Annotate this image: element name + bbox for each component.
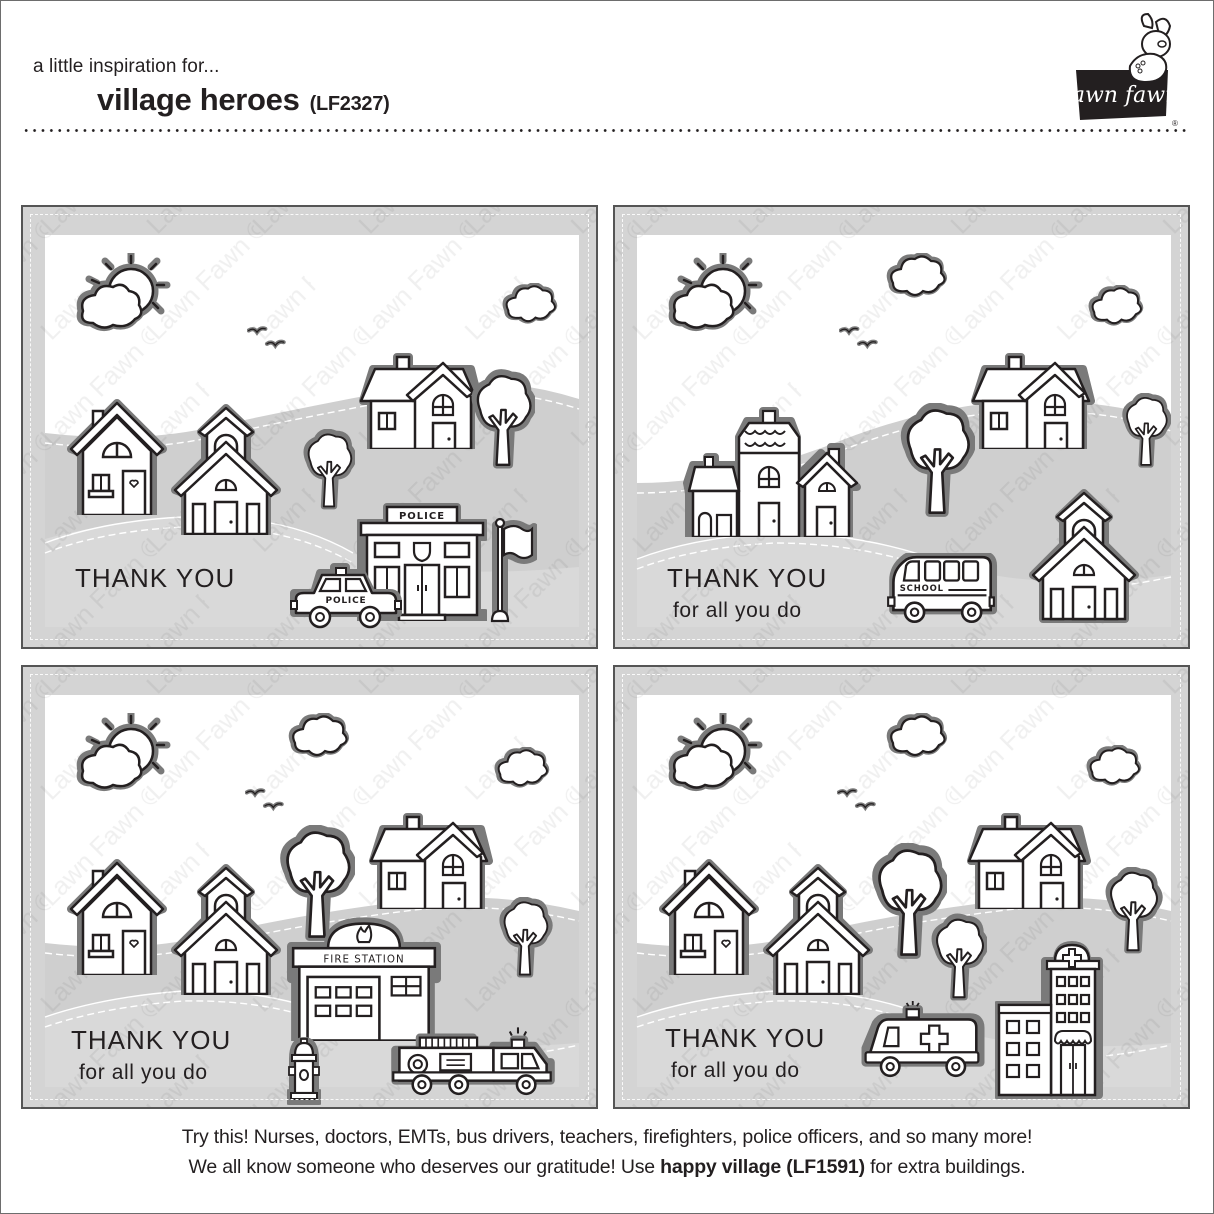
related-product-name: happy village (LF1591) (660, 1156, 865, 1178)
card-police: THANK YOU (21, 205, 598, 649)
svg-text:®: ® (1172, 119, 1178, 128)
footer-line-2: We all know someone who deserves our gra… (0, 1156, 1214, 1179)
product-name: village heroes (97, 82, 300, 117)
card-scene (615, 667, 1188, 1107)
footer-line-2-pre: We all know someone who deserves our gra… (188, 1156, 661, 1178)
card-scene (23, 667, 596, 1107)
sentiment-thank-you: THANK YOU (71, 1025, 232, 1055)
stitched-border (30, 674, 589, 1100)
svg-text:lawn fawn: lawn fawn (1065, 83, 1179, 108)
dotted-divider (22, 129, 1188, 132)
stitched-border (622, 674, 1181, 1100)
page-title: village heroes (LF2327) (97, 82, 390, 118)
stitched-border (622, 214, 1181, 640)
card-scene (23, 207, 596, 647)
card-scene (615, 207, 1188, 647)
sentiment-thank-you: THANK YOU (667, 563, 828, 593)
fawn-deer-icon (1076, 12, 1172, 120)
intro-text: a little inspiration for... (33, 56, 220, 77)
sentiment-thank-you: THANK YOU (665, 1023, 826, 1053)
card-fire: THANK YOU for all you do (21, 665, 598, 1109)
product-code: (LF2327) (309, 93, 390, 115)
lawn-fawn-logo: lawn fawn ® (1065, 12, 1179, 128)
footer-line-1: Try this! Nurses, doctors, EMTs, bus dri… (181, 1126, 1033, 1148)
sentiment-for-all-you-do: for all you do (79, 1061, 208, 1084)
sentiment-for-all-you-do: for all you do (671, 1059, 800, 1082)
sentiment-thank-you: THANK YOU (75, 563, 236, 593)
sentiment-for-all-you-do: for all you do (673, 599, 802, 622)
footer-line-2-post: for extra buildings. (864, 1156, 1026, 1178)
stitched-border (30, 214, 589, 640)
card-school: THANK YOU for all you do (613, 205, 1190, 649)
card-hospital: THANK YOU for all you do (613, 665, 1190, 1109)
